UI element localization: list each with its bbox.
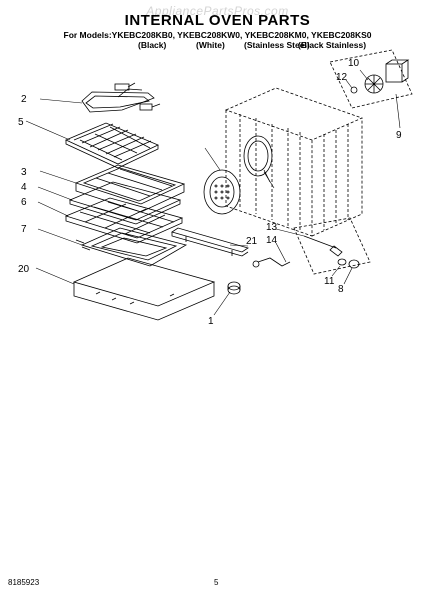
doc-number: 8185923 (8, 578, 40, 587)
broil-element (81, 82, 161, 113)
callout-5: 5 (18, 117, 24, 128)
page-number: 5 (214, 578, 219, 587)
callout-7: 7 (21, 224, 27, 235)
sensor-group (293, 217, 371, 275)
callout-3: 3 (21, 167, 27, 178)
callout-17: 21 (246, 236, 258, 247)
callout-8: 8 (338, 284, 344, 295)
callout-14: 14 (266, 235, 278, 246)
page-title: INTERNAL OVEN PARTS (124, 12, 311, 29)
variant-black: (Black) (138, 40, 167, 50)
callout-11: 11 (324, 276, 335, 287)
variant-white: (White) (196, 40, 225, 50)
callout-10: 10 (348, 58, 360, 69)
convection-motor-group (329, 49, 413, 109)
oven-cavity (224, 87, 364, 237)
foot-knob (227, 281, 241, 295)
callout-13: 13 (266, 222, 278, 233)
bracket-rail (171, 227, 249, 257)
fan-cover (203, 169, 241, 215)
bake-element (75, 227, 188, 267)
model-list: For Models:YKEBC208KB0, YKEBC208KW0, YKE… (63, 30, 372, 40)
oven-bottom (72, 257, 216, 321)
callout-15: 20 (18, 264, 30, 275)
callout-9: 9 (396, 130, 402, 141)
callout-12: 12 (336, 72, 348, 83)
upper-oven-rack (65, 122, 159, 169)
leader-lines (25, 69, 401, 316)
wire-harness (252, 257, 291, 268)
broiler-pan-insert (68, 181, 182, 225)
callout-2: 2 (21, 94, 27, 105)
callout-1: 1 (208, 316, 214, 327)
callout-4: 4 (21, 182, 27, 193)
watermark: AppliancePartsPros.com (146, 4, 289, 18)
convection-baffle (243, 135, 273, 183)
variant-stainless: (Stainless Steel) (244, 40, 310, 50)
callout-6: 6 (21, 197, 27, 208)
variant-black-stainless: (Black Stainless) (298, 40, 367, 50)
